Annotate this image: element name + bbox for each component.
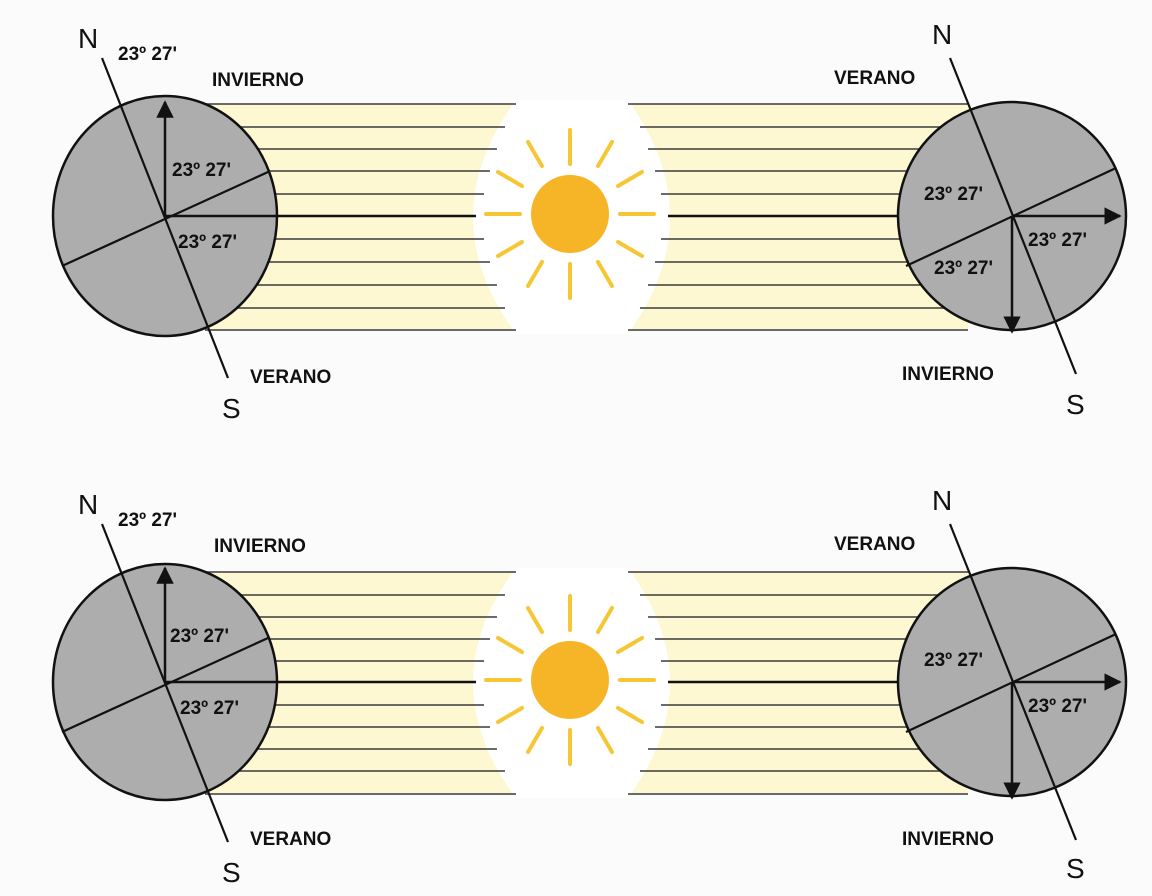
angle-label-inner-upper: 23º 27' <box>172 160 231 181</box>
season-label-bottom: VERANO <box>250 829 331 850</box>
sun-icon <box>484 594 656 766</box>
angle-label-top: 23º 27' <box>118 44 177 65</box>
south-label: S <box>1066 853 1085 884</box>
season-label-bottom: VERANO <box>250 367 331 388</box>
earth-left: N S 23º 27' 23º 27' 23º 27' INVIERNO VER… <box>51 23 476 424</box>
north-label: N <box>932 485 952 516</box>
angle-label-inner-upper: 23º 27' <box>924 184 983 205</box>
angle-label-inner-upper: 23º 27' <box>924 650 983 671</box>
angle-label-inner-right: 23º 27' <box>1028 230 1087 251</box>
earth-left: N S 23º 27' 23º 27' 23º 27' INVIERNO VER… <box>51 489 476 888</box>
north-label: N <box>78 23 98 54</box>
sun-icon <box>484 128 656 300</box>
south-label: S <box>222 393 241 424</box>
angle-label-inner-lower: 23º 27' <box>180 698 239 719</box>
angle-label-inner-upper: 23º 27' <box>170 626 229 647</box>
north-label: N <box>78 489 98 520</box>
south-label: S <box>1066 389 1085 420</box>
angle-label-top: 23º 27' <box>118 510 177 531</box>
season-label-bottom: INVIERNO <box>902 364 994 385</box>
angle-label-inner-lower: 23º 27' <box>178 232 237 253</box>
season-label-bottom: INVIERNO <box>902 829 994 850</box>
earth-axis <box>100 57 230 379</box>
season-label-top: VERANO <box>834 68 915 89</box>
panel-1: N S 23º 27' 23º 27' 23º 27' INVIERNO VER… <box>51 19 1128 424</box>
season-label-top: VERANO <box>834 534 915 555</box>
angle-label-inner-lower: 23º 27' <box>934 258 993 279</box>
panel-2: N S 23º 27' 23º 27' 23º 27' INVIERNO VER… <box>51 485 1128 888</box>
earth-right: N S 23º 27' 23º 27' VERANO INVIERNO <box>668 485 1128 884</box>
earth-right: N S 23º 27' 23º 27' 23º 27' VERANO INVIE… <box>668 19 1128 420</box>
north-label: N <box>932 19 952 50</box>
angle-label-inner-right: 23º 27' <box>1028 696 1087 717</box>
season-label-top: INVIERNO <box>212 70 304 91</box>
south-label: S <box>222 857 241 888</box>
season-label-top: INVIERNO <box>214 536 306 557</box>
